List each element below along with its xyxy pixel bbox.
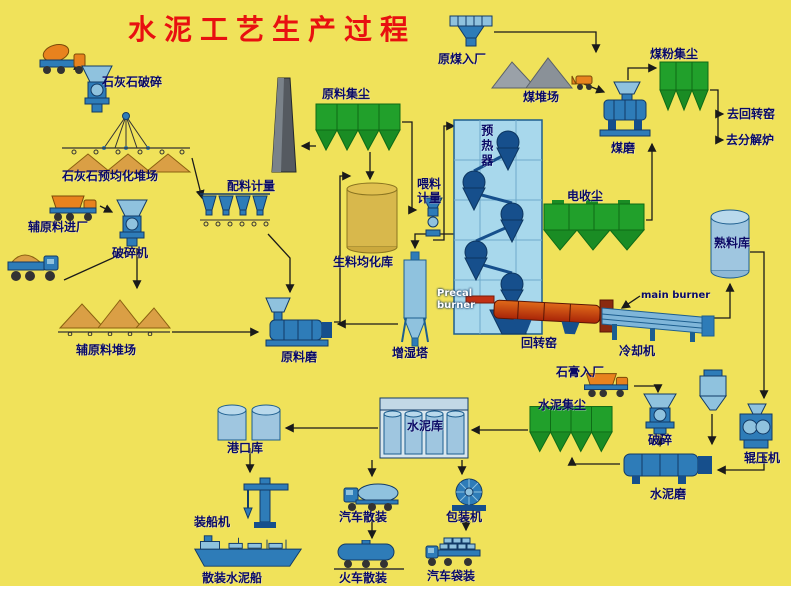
label-packing-machine: 包装机 [446,510,483,524]
label-port-silo: 港口库 [227,441,264,455]
label-raw-material-dust: 原料集尘 [322,87,371,101]
label-limestone-crushing: 石灰石破碎 [102,75,163,89]
label-train-bulk: 火车散装 [339,571,388,585]
label-truck-bagged: 汽车袋装 [427,569,476,583]
label-coal-mill: 煤磨 [611,141,636,155]
label-cooler: 冷却机 [619,344,656,358]
packing-machine-icon [444,476,494,514]
limestone-crusher-icon [80,64,114,114]
clinker-cooler-icon [598,302,716,346]
gypsum-truck-icon [580,368,634,398]
feeding-meter-icon [416,196,450,240]
roller-press-icon [734,402,778,454]
train-tank-wagon-icon [334,540,404,572]
label-gypsum-entry: 石膏入厂 [556,365,605,379]
preheater-tower-icon [450,112,546,340]
cement-silos-icon [378,396,470,460]
label-ship-loader: 装船机 [194,515,231,529]
humidifying-tower-icon [398,250,432,350]
chimney-icon [266,76,302,176]
label-batching-metering: 配料计量 [227,179,276,193]
label-coal-yard: 煤堆场 [523,90,560,104]
label-precal-burner: Precal burner [437,288,476,311]
aux-material-piles-icon [56,290,172,336]
label-limestone-preblending-yard: 石灰石预均化堆场 [62,169,159,183]
batching-hoppers-icon [198,190,272,234]
label-to-rotary-kiln: 去回转窑 [727,107,776,121]
limestone-piles-icon [60,138,192,174]
page-title: 水泥工艺生产过程 [128,13,417,46]
raw-mill-icon [260,294,336,350]
label-cement-mill: 水泥磨 [650,487,687,501]
label-crusher: 破碎机 [112,246,149,260]
label-aux-material-yard: 辅原料堆场 [76,343,137,357]
label-to-calciner: 去分解炉 [726,133,775,147]
bulk-cement-ship-icon [188,532,308,570]
port-silo-icon [214,402,284,446]
label-bulk-cement-ship: 散装水泥船 [202,571,263,585]
label-cement-dust: 水泥集尘 [538,398,587,412]
label-main-burner: main burner [641,290,711,301]
label-rotary-kiln: 回转窑 [521,336,558,350]
ship-loader-icon [238,474,294,532]
label-ep: 电收尘 [567,189,604,203]
raw-meal-silo-icon [344,181,400,255]
coal-entry-hopper-icon [448,12,494,50]
cement-dust-collector-icon [528,402,614,456]
label-raw-mill: 原料磨 [281,350,318,364]
coal-yard-piles-icon [490,50,602,92]
coal-mill-icon [598,80,652,142]
bulk-tanker-truck-icon [342,478,400,512]
aux-material-truck-icon [48,190,100,222]
cement-mill-icon [620,446,716,488]
separator-icon [694,368,732,414]
label-coal-dust: 煤粉集尘 [650,47,699,61]
bag-truck-icon [424,532,484,568]
label-clinker-silo: 熟料库 [714,236,751,250]
label-cement-silo: 水泥库 [407,419,444,433]
aux-crusher-icon [114,198,150,248]
label-humidifying-tower: 增湿塔 [392,346,429,360]
electrostatic-precipitator-icon [542,198,646,256]
label-raw-coal-entry: 原煤入厂 [438,52,487,66]
coal-dust-collector-icon [658,58,710,114]
clinker-crusher-icon [636,392,684,436]
label-raw-meal-silo: 生料均化库 [333,255,394,269]
label-aux-material-entry: 辅原料进厂 [28,220,89,234]
label-crushing: 破碎 [648,433,673,447]
clinker-silo-icon [708,208,752,280]
label-preheater: 预热器 [479,124,494,169]
stacker-spreader-icon [98,110,154,152]
bottom-border [0,586,791,593]
label-truck-bulk: 汽车散装 [339,510,388,524]
loader-truck-icon [4,246,64,286]
rotary-kiln-icon [488,292,616,340]
label-feeding-metering: 喂料计量 [417,177,442,205]
raw-dust-collector-icon [314,100,402,154]
label-roller-press: 辊压机 [744,451,781,465]
